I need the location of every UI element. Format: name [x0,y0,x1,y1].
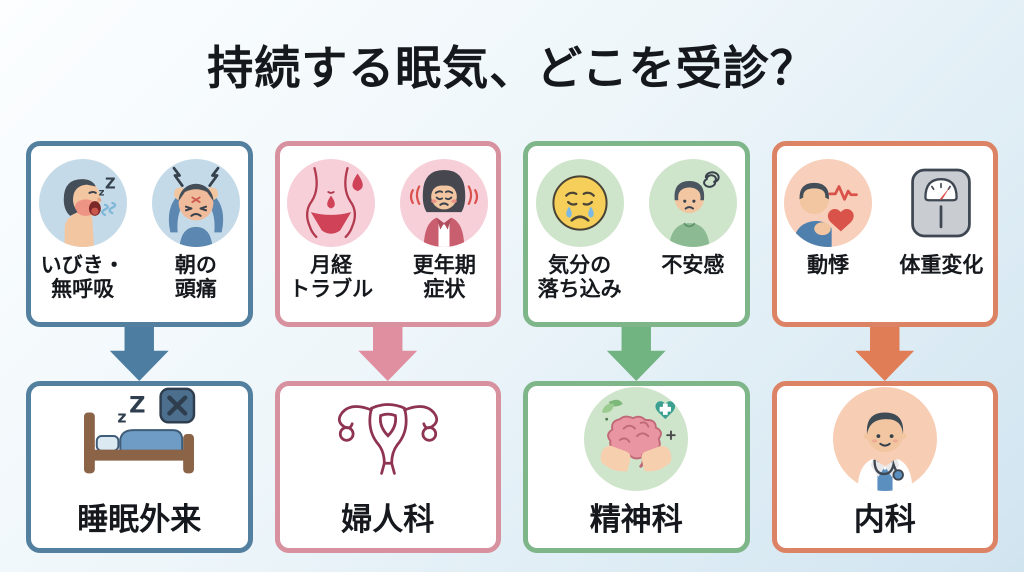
down-arrow-icon [109,327,169,381]
menstrual-trouble-icon [287,159,376,247]
symptom-anxiety: 不安感 [641,159,744,301]
palpitations-icon [784,159,873,247]
svg-text:Z: Z [105,175,116,192]
symptom-palpitations: 動悸 [777,159,880,278]
depressed-mood-icon [535,159,624,247]
uterus-icon [323,386,453,491]
symptom-row: Z z いびき・ 無呼吸 [31,146,248,301]
symptom-weight-change: 体重変化 [890,159,993,278]
page-title: 持続する眠気、どこを受診？ [207,42,817,94]
department-label: 精神科 [589,502,683,537]
symptom-card-psychiatry: 気分の 落ち込み [523,141,750,327]
department-card-gynecology: 婦人科 [274,381,501,553]
symptom-row: 月経 トラブル [280,146,497,301]
department-label: 婦人科 [341,502,435,537]
column-psychiatry: 気分の 落ち込み [523,141,750,553]
symptom-card-internal: 動悸 [771,141,998,327]
department-card-psychiatry: 精神科 [523,381,750,553]
symptom-depressed-mood: 気分の 落ち込み [528,159,631,301]
down-arrow-icon [358,327,418,381]
svg-text:Z: Z [129,392,145,418]
symptom-label: 更年期 症状 [412,254,476,301]
weight-scale-icon [897,159,985,247]
menopause-symptoms-icon [400,159,489,247]
symptom-snoring: Z z いびき・ 無呼吸 [31,159,134,301]
doctor-circle [832,386,937,491]
brain-care-circle [584,386,689,491]
symptom-row: 気分の 落ち込み [528,146,745,301]
department-label: 内科 [853,502,916,537]
symptom-morning-headache: 朝の 頭痛 [144,159,247,301]
symptom-row: 動悸 [777,146,994,278]
symptom-label: 朝の 頭痛 [174,254,217,301]
department-card-sleep: z Z 睡眠外来 [26,381,253,553]
doctor-icon [832,386,937,491]
symptom-label: いびき・ 無呼吸 [40,254,125,301]
column-gynecology: 月経 トラブル [274,141,501,553]
department-card-internal: 内科 [771,381,998,553]
svg-text:z: z [118,407,127,426]
department-label: 睡眠外来 [77,502,202,537]
symptom-card-sleep: Z z いびき・ 無呼吸 [26,141,253,327]
down-arrow-icon [855,327,915,381]
symptom-label: 体重変化 [899,254,984,277]
symptom-label: 不安感 [661,254,725,277]
svg-text:z: z [98,188,104,199]
symptom-card-gynecology: 月経 トラブル [274,141,501,327]
columns-grid: Z z いびき・ 無呼吸 [0,141,1024,553]
morning-headache-icon [151,159,240,247]
column-sleep-clinic: Z z いびき・ 無呼吸 [26,141,253,553]
snoring-apnea-icon: Z z [38,159,127,247]
anxiety-icon [648,159,737,247]
symptom-label: 月経 トラブル [289,254,374,301]
column-internal-medicine: 動悸 [771,141,998,553]
symptom-menstrual-trouble: 月経 トラブル [280,159,383,301]
brain-care-icon [584,386,689,491]
symptom-label: 動悸 [807,254,850,277]
infographic-canvas: 持続する眠気、どこを受診？ [0,32,1024,572]
symptom-label: 気分の 落ち込み [537,254,622,301]
symptom-menopause: 更年期 症状 [393,159,496,301]
down-arrow-icon [606,327,666,381]
sleep-bed-icon: z Z [70,383,208,491]
